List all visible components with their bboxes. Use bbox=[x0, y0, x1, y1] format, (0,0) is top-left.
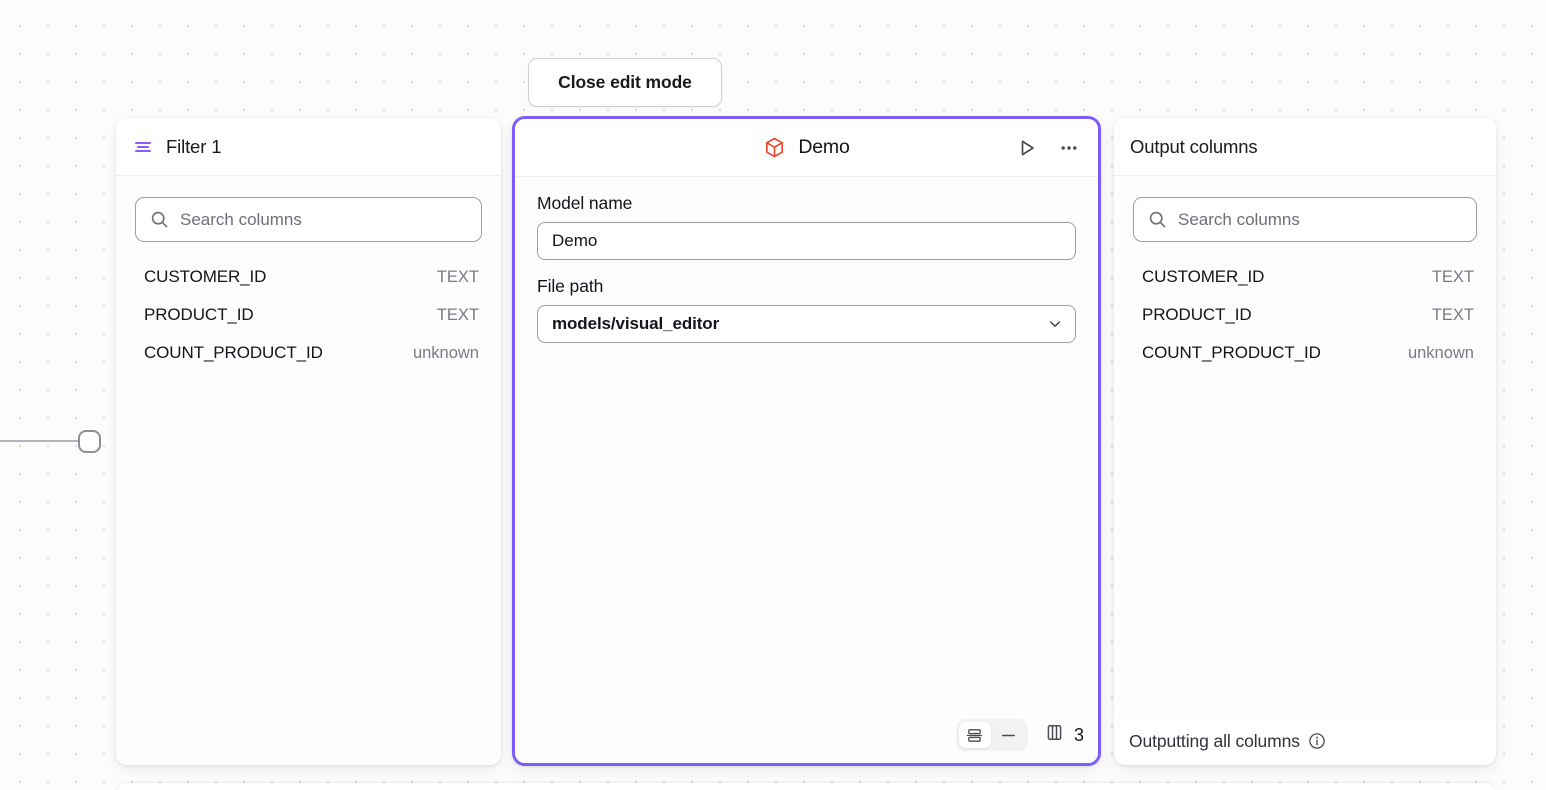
column-name: CUSTOMER_ID bbox=[144, 267, 267, 286]
column-name: CUSTOMER_ID bbox=[1142, 267, 1265, 286]
output-panel-body: CUSTOMER_ID TEXT PRODUCT_ID TEXT COUNT_P… bbox=[1114, 176, 1496, 717]
list-item[interactable]: CUSTOMER_ID TEXT bbox=[116, 258, 501, 296]
column-type: TEXT bbox=[436, 268, 479, 286]
column-type: TEXT bbox=[436, 306, 479, 324]
model-name-input[interactable] bbox=[537, 222, 1076, 260]
info-icon[interactable] bbox=[1308, 732, 1326, 750]
demo-panel-header: Demo bbox=[515, 119, 1098, 177]
outputting-status-text: Outputting all columns bbox=[1129, 730, 1300, 751]
connector-handle[interactable] bbox=[78, 430, 101, 453]
list-item[interactable]: CUSTOMER_ID TEXT bbox=[1114, 258, 1496, 296]
column-type: unknown bbox=[1407, 344, 1474, 362]
list-item[interactable]: PRODUCT_ID TEXT bbox=[116, 296, 501, 334]
output-search-input[interactable] bbox=[1178, 209, 1462, 230]
column-name: PRODUCT_ID bbox=[144, 305, 254, 324]
demo-model-panel[interactable]: Demo bbox=[512, 116, 1101, 766]
output-columns-panel[interactable]: Output columns CUSTOMER_ID TEXT PROD bbox=[1114, 118, 1496, 765]
demo-panel-footer: 3 bbox=[955, 719, 1084, 751]
search-icon bbox=[1148, 210, 1167, 229]
bottom-partial-panel[interactable] bbox=[116, 783, 1496, 790]
more-options-button[interactable] bbox=[1054, 133, 1084, 163]
file-path-value: models/visual_editor bbox=[552, 314, 720, 333]
run-button[interactable] bbox=[1012, 133, 1042, 163]
columns-icon bbox=[1044, 722, 1065, 748]
output-panel-footer: Outputting all columns bbox=[1114, 717, 1496, 765]
column-type: unknown bbox=[412, 344, 479, 362]
close-edit-mode-button[interactable]: Close edit mode bbox=[528, 58, 722, 107]
dash-icon[interactable] bbox=[993, 722, 1025, 748]
output-search-box[interactable] bbox=[1133, 197, 1477, 242]
output-panel-header: Output columns bbox=[1114, 118, 1496, 176]
rows-view-icon[interactable] bbox=[958, 722, 991, 748]
file-path-label: File path bbox=[537, 276, 604, 296]
column-type: TEXT bbox=[1431, 268, 1474, 286]
filter-search-box[interactable] bbox=[135, 197, 482, 242]
output-panel-title: Output columns bbox=[1130, 135, 1258, 157]
file-path-select[interactable]: models/visual_editor bbox=[537, 305, 1076, 343]
filter-icon bbox=[132, 136, 154, 158]
column-name: COUNT_PRODUCT_ID bbox=[1142, 343, 1321, 362]
filter-search-input[interactable] bbox=[180, 209, 467, 230]
connector-line bbox=[0, 440, 80, 442]
list-item[interactable]: COUNT_PRODUCT_ID unknown bbox=[116, 334, 501, 372]
filter-panel-body: CUSTOMER_ID TEXT PRODUCT_ID TEXT COUNT_P… bbox=[116, 176, 501, 765]
column-count-value: 3 bbox=[1073, 724, 1084, 745]
list-item[interactable]: PRODUCT_ID TEXT bbox=[1114, 296, 1496, 334]
column-name: COUNT_PRODUCT_ID bbox=[144, 343, 323, 362]
column-type: TEXT bbox=[1431, 306, 1474, 324]
filter-panel-title: Filter 1 bbox=[166, 135, 222, 157]
demo-panel-body: Model name File path models/visual_edito… bbox=[515, 177, 1098, 763]
demo-panel-title: Demo bbox=[798, 136, 850, 158]
demo-header-actions bbox=[1012, 119, 1084, 177]
list-item[interactable]: COUNT_PRODUCT_ID unknown bbox=[1114, 334, 1496, 372]
output-column-list: CUSTOMER_ID TEXT PRODUCT_ID TEXT COUNT_P… bbox=[1114, 242, 1496, 372]
search-icon bbox=[150, 210, 169, 229]
filter-node-panel[interactable]: Filter 1 CUSTOMER_ID TEXT PRODUCT_ID bbox=[116, 118, 501, 765]
model-name-label: Model name bbox=[537, 193, 633, 213]
filter-column-list: CUSTOMER_ID TEXT PRODUCT_ID TEXT COUNT_P… bbox=[116, 242, 501, 372]
view-mode-toggle-group bbox=[955, 719, 1028, 751]
filter-panel-header: Filter 1 bbox=[116, 118, 501, 176]
column-count-group: 3 bbox=[1044, 722, 1084, 748]
column-name: PRODUCT_ID bbox=[1142, 305, 1252, 324]
cube-icon bbox=[763, 136, 786, 159]
demo-form: Model name File path models/visual_edito… bbox=[515, 177, 1098, 343]
